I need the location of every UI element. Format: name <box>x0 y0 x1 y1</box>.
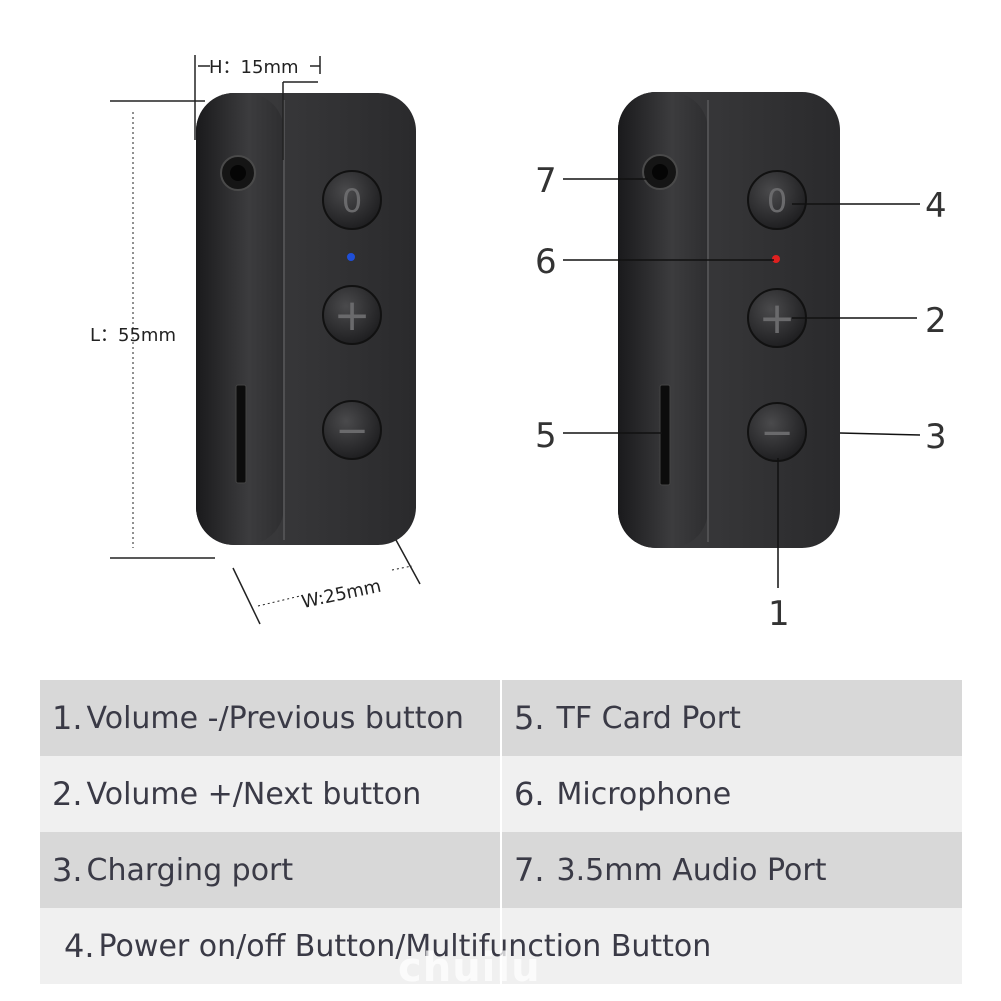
height-dimension-label: H：15mm <box>209 57 299 78</box>
callout-lines <box>563 178 921 588</box>
legend-number: 1. <box>52 699 83 737</box>
tf-slot <box>659 384 671 486</box>
callout-3: 3 <box>925 417 947 457</box>
legend-row: 3. Charging port 7. 3.5mm Audio Port <box>40 832 962 908</box>
callout-5: 5 <box>535 416 557 456</box>
legend-label: 3.5mm Audio Port <box>556 852 827 888</box>
product-figure: 0 + − H：15mm L：55mm W:25mm <box>90 55 947 634</box>
callout-2: 2 <box>925 301 947 341</box>
tf-slot <box>235 384 247 484</box>
legend-cell: 2. Volume +/Next button <box>40 756 502 832</box>
callout-4: 4 <box>925 186 947 226</box>
legend-number: 3. <box>52 851 83 889</box>
legend-label: Microphone <box>556 776 732 812</box>
audio-jack-icon <box>220 155 256 191</box>
volume-down-label: − <box>335 408 369 454</box>
dimension-annotations <box>110 55 421 625</box>
volume-up-button: + <box>322 285 382 345</box>
legend-number: 5. <box>514 699 545 737</box>
legend-wide-entry: 4. Power on/off Button/Multifunction But… <box>52 908 711 984</box>
legend-label: Volume -/Previous button <box>86 700 464 736</box>
legend-table: 1. Volume -/Previous button 5. TF Card P… <box>40 680 962 984</box>
length-dimension-label: L：55mm <box>90 325 176 346</box>
audio-jack-icon <box>642 154 678 190</box>
legend-number: 6. <box>514 775 545 813</box>
legend-number: 2. <box>52 775 83 813</box>
volume-down-button: − <box>322 400 382 460</box>
legend-row: 2. Volume +/Next button 6. Microphone <box>40 756 962 832</box>
legend-row: 4. Power on/off Button/Multifunction But… <box>40 908 962 984</box>
callout-numbers: 7 6 5 4 2 3 1 <box>535 161 947 634</box>
legend-label: Volume +/Next button <box>86 776 422 812</box>
volume-down-label: − <box>760 410 794 456</box>
volume-up-label: + <box>759 293 796 344</box>
callout-6: 6 <box>535 242 557 282</box>
volume-up-button: + <box>747 288 807 348</box>
power-button-label: 0 <box>767 182 787 220</box>
legend-cell <box>502 908 962 984</box>
led-indicator <box>347 253 355 261</box>
power-button-label: 0 <box>342 182 362 220</box>
callout-7: 7 <box>535 161 557 201</box>
device-right: 0 + − <box>618 92 840 548</box>
volume-down-button: − <box>747 402 807 462</box>
legend-cell: 6. Microphone <box>502 756 962 832</box>
legend-label: TF Card Port <box>556 700 741 736</box>
legend-row: 1. Volume -/Previous button 5. TF Card P… <box>40 680 962 756</box>
callout-1: 1 <box>768 594 790 634</box>
legend-label: Charging port <box>86 852 294 888</box>
volume-up-label: + <box>334 290 371 341</box>
legend-number: 7. <box>514 851 545 889</box>
led-indicator <box>772 255 780 263</box>
width-dimension-label: W:25mm <box>300 576 383 613</box>
legend-number: 4. <box>64 927 95 965</box>
legend-label: Power on/off Button/Multifunction Button <box>98 928 712 964</box>
legend-cell: 1. Volume -/Previous button <box>40 680 502 756</box>
power-button: 0 <box>322 170 382 230</box>
power-button: 0 <box>747 170 807 230</box>
watermark: chuilu <box>398 945 541 991</box>
legend-cell: 7. 3.5mm Audio Port <box>502 832 962 908</box>
legend-cell: 4. Power on/off Button/Multifunction But… <box>40 908 711 984</box>
device-left: 0 + − <box>196 93 416 545</box>
legend-cell: 5. TF Card Port <box>502 680 962 756</box>
legend-cell: 3. Charging port <box>40 832 502 908</box>
